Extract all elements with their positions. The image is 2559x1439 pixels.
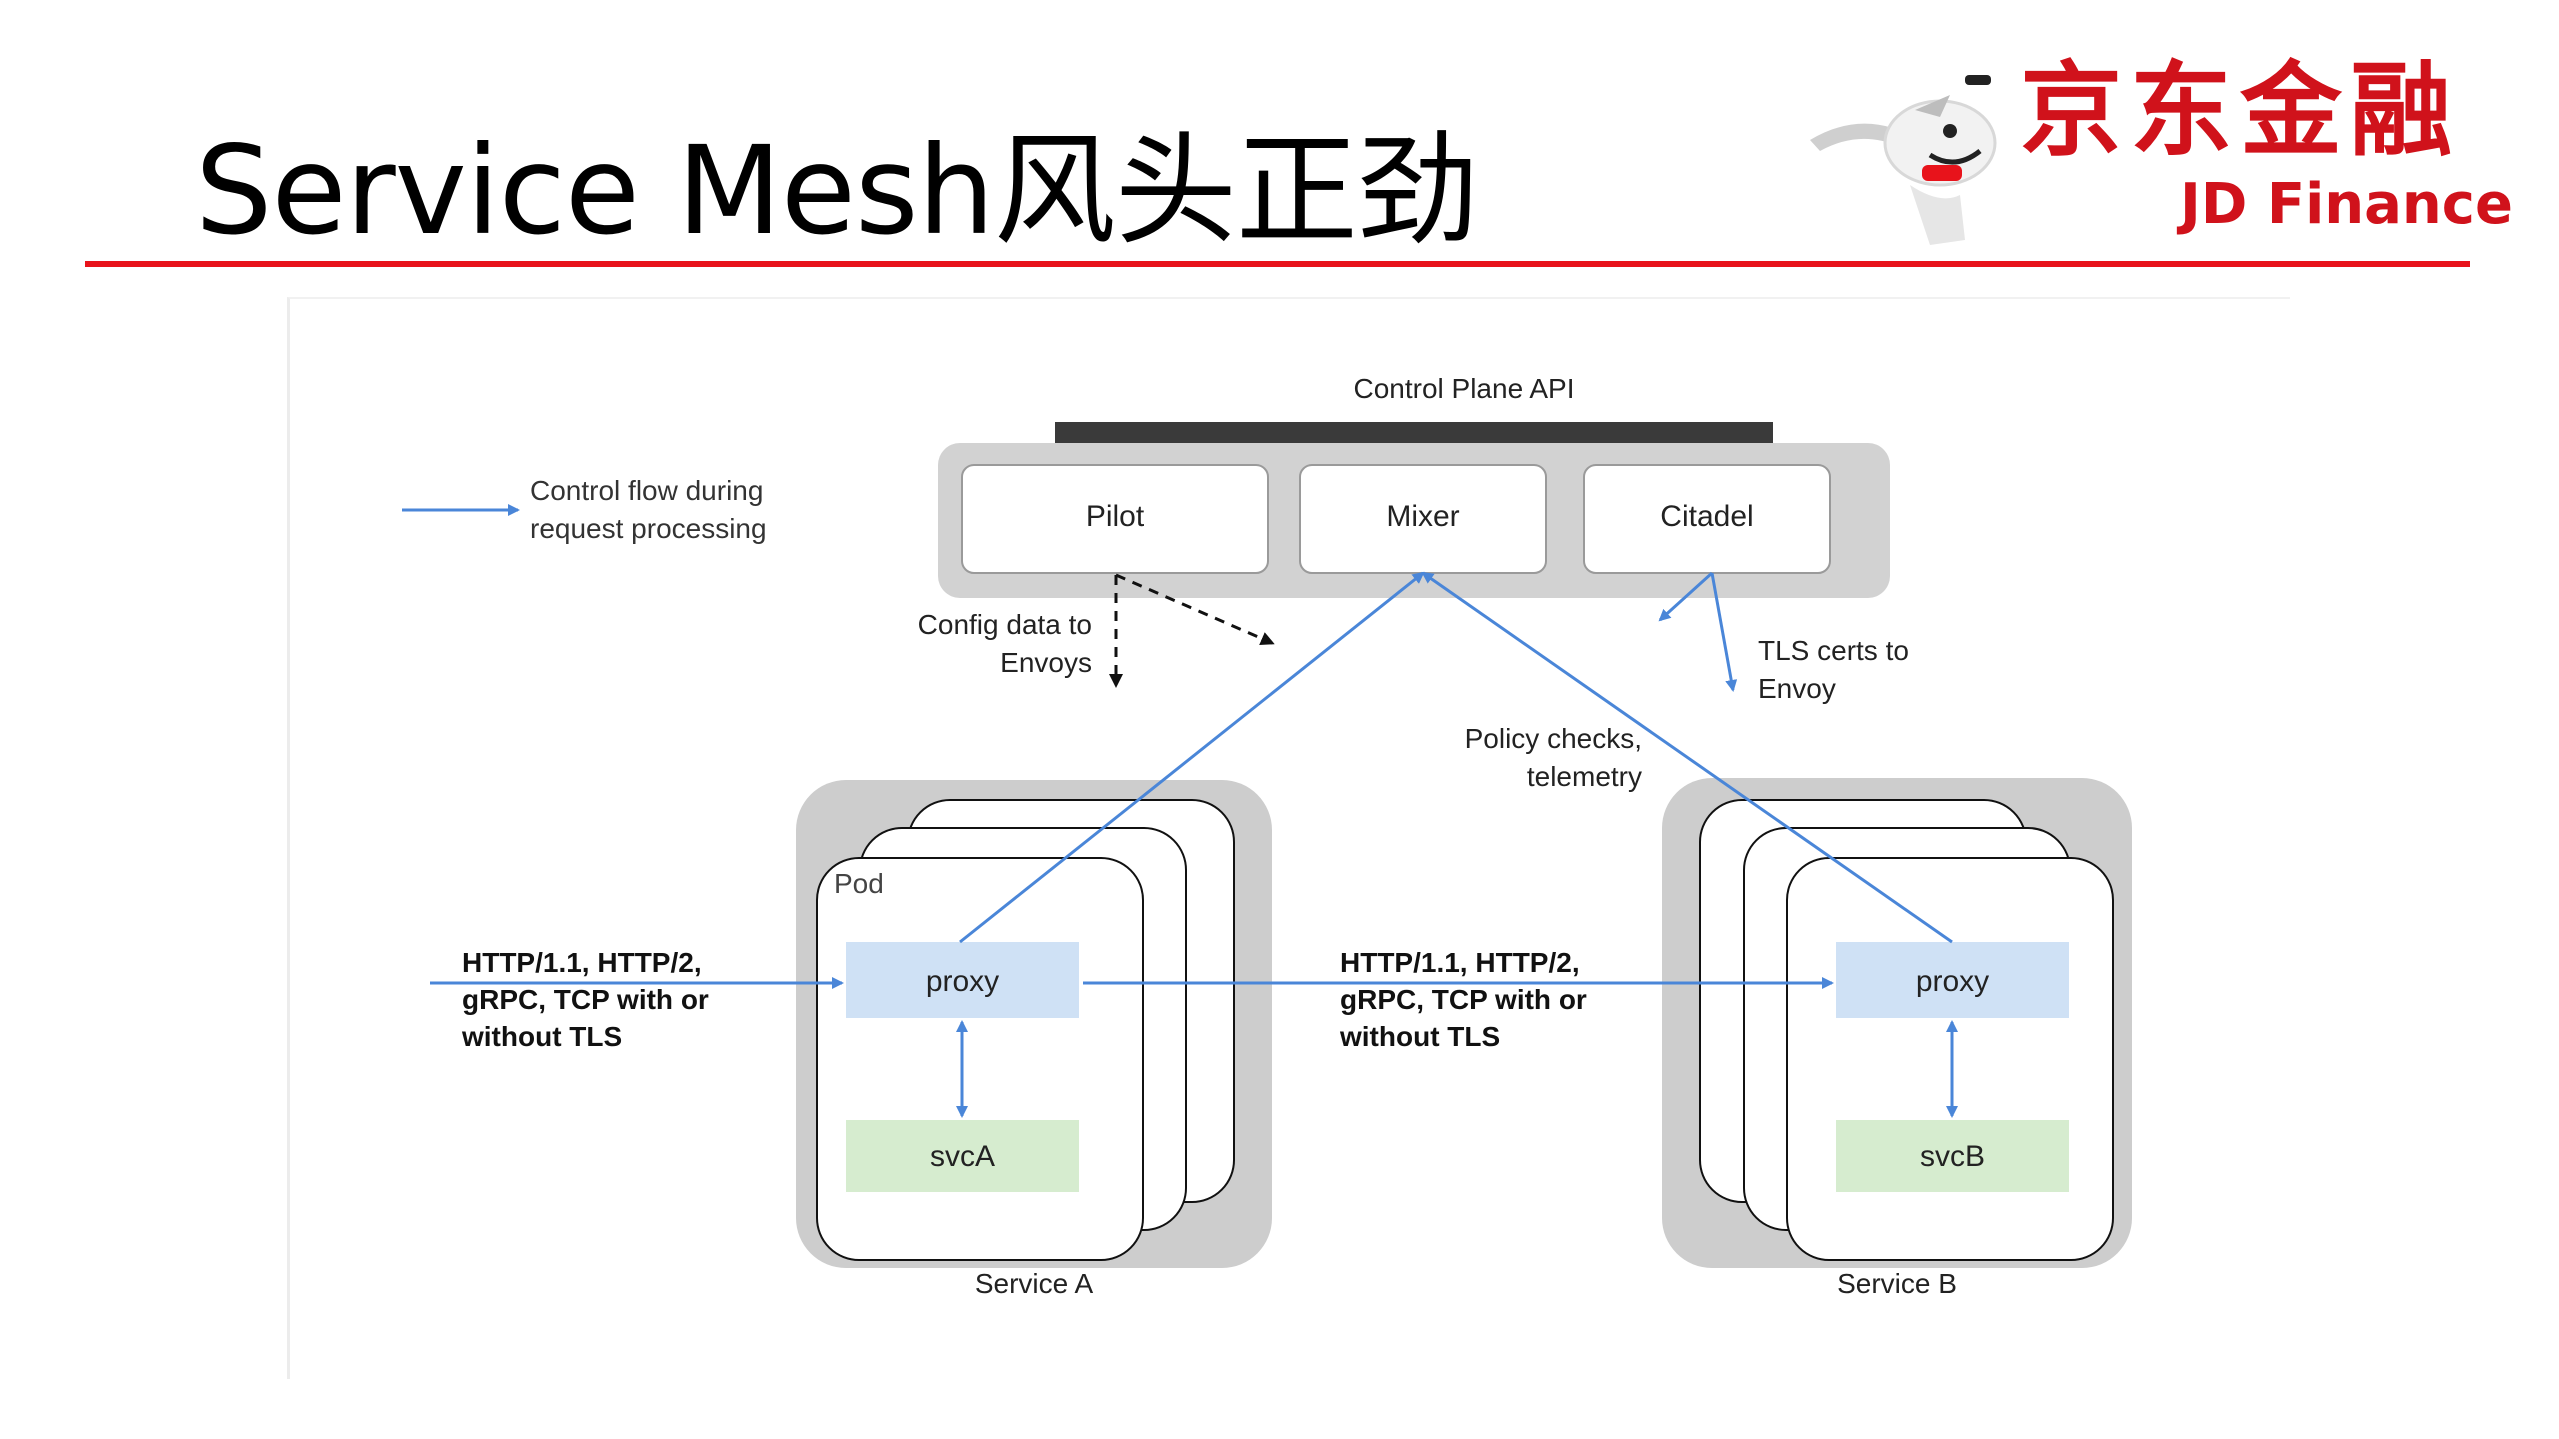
policy-checks-label: Policy checks, telemetry (1464, 723, 1642, 792)
service-a-label: Service A (974, 1268, 1094, 1299)
svc-a-label: svcA (929, 1140, 995, 1173)
proxy-a-to-mixer-arrow (959, 571, 1425, 944)
logo-chinese-text: 京东金融 (2020, 52, 2460, 171)
legend-label: Control flow during request processing (530, 475, 767, 544)
mesh-protocols-label: HTTP/1.1, HTTP/2, gRPC, TCP with or with… (1340, 947, 1587, 1052)
logo-english-text: JD Finance (2180, 172, 2513, 237)
proxy-a-label: proxy (925, 965, 1000, 998)
tls-certs-label: TLS certs to Envoy (1758, 635, 1909, 704)
ingress-protocols-label: HTTP/1.1, HTTP/2, gRPC, TCP with or with… (462, 947, 709, 1052)
proxy-a-box (846, 942, 1079, 1018)
service-b-pod-front (1786, 857, 2114, 1261)
citadel-label: Citadel (1660, 500, 1754, 533)
proxy-b-label: proxy (1915, 965, 1990, 998)
pilot-label: Pilot (1085, 500, 1145, 533)
control-plane-api-label: Control Plane API (1353, 373, 1575, 404)
mascot-icon (1810, 75, 1997, 245)
svc-a-box (846, 1120, 1079, 1192)
proxy-b-box (1836, 942, 2069, 1018)
control-plane-api-bar (1055, 422, 1773, 444)
proxy-b-to-mixer-arrow (1421, 571, 1953, 944)
svc-b-label: svcB (1919, 1140, 1985, 1173)
service-b-label: Service B (1837, 1268, 1957, 1299)
pilot-box (961, 464, 1269, 574)
mixer-label: Mixer (1386, 500, 1460, 533)
pod-label: Pod (834, 868, 884, 899)
svc-b-box (1836, 1120, 2069, 1192)
jd-finance-logo: 京东金融 JD Finance (1790, 52, 2513, 255)
config-data-label: Config data to Envoys (917, 609, 1092, 678)
citadel-tls-arrow-down (1710, 572, 1738, 692)
service-a-pod-front (816, 857, 1144, 1261)
title-underline (85, 261, 2470, 267)
citadel-box (1583, 464, 1831, 574)
slide-title: Service Mesh风头正劲 (195, 120, 1479, 262)
citadel-tls-arrow-left (1658, 571, 1714, 622)
